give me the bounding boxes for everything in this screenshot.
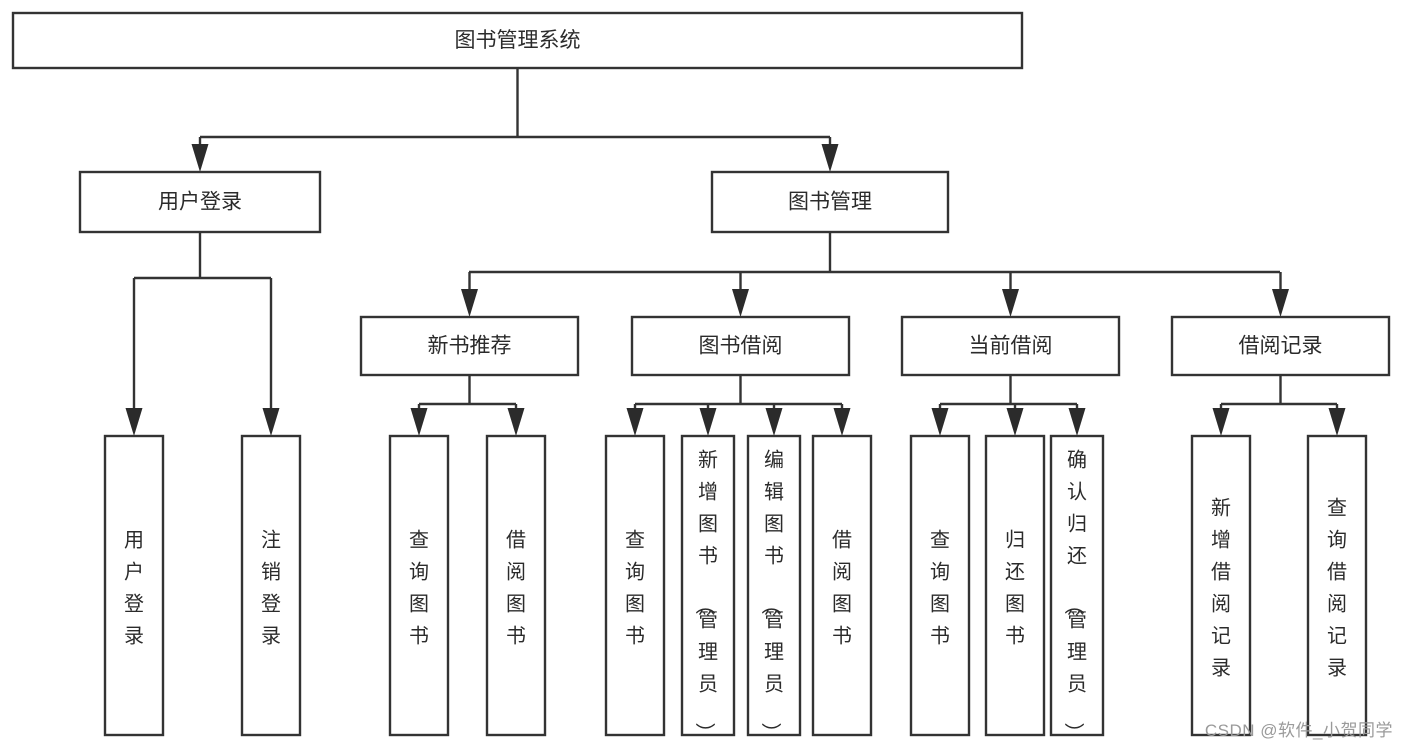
node-leaf-query-book-current[interactable]: 查询图书 <box>909 434 971 737</box>
node-label-leaf-query-book-borrow: 查询图书 <box>625 528 645 647</box>
node-box-leaf-user-logout <box>240 434 302 737</box>
arrow-head-leaf-confirm-return-admin <box>1068 408 1086 436</box>
node-label-leaf-user-logout: 注销登录 <box>261 528 281 647</box>
arrow-head-leaf-query-book-new <box>410 408 428 436</box>
node-leaf-add-record[interactable]: 新增借阅记录 <box>1190 434 1252 737</box>
node-label-leaf-add-book-admin: 新增图书（管理员） <box>693 448 718 742</box>
node-box-root <box>11 11 1024 70</box>
node-box-leaf-borrow-book-new <box>485 434 547 737</box>
node-box-borrow <box>630 315 851 377</box>
arrow-head-records <box>1272 289 1289 317</box>
node-box-leaf-query-book-current <box>909 434 971 737</box>
node-leaf-return-book[interactable]: 归还图书 <box>984 434 1046 737</box>
node-label-leaf-query-record: 查询借阅记录 <box>1327 496 1347 679</box>
node-label-root: 图书管理系统 <box>455 29 581 52</box>
arrow-head-login <box>191 144 209 172</box>
node-records[interactable]: 借阅记录 <box>1170 315 1391 377</box>
node-box-leaf-add-book-admin <box>680 434 736 737</box>
node-label-records: 借阅记录 <box>1239 335 1323 358</box>
node-box-records <box>1170 315 1391 377</box>
node-box-leaf-edit-book-admin <box>746 434 802 737</box>
node-leaf-edit-book-admin[interactable]: 编辑图书（管理员） <box>746 434 802 742</box>
node-label-borrow: 图书借阅 <box>699 335 783 358</box>
node-leaf-query-record[interactable]: 查询借阅记录 <box>1306 434 1368 737</box>
arrow-head-leaf-add-book-admin <box>699 408 717 436</box>
node-label-bookmgmt: 图书管理 <box>788 191 872 214</box>
arrow-head-leaf-borrow-book-new <box>507 408 525 436</box>
arrow-head-newbook <box>461 289 478 317</box>
node-layer: 图书管理系统用户登录图书管理新书推荐图书借阅当前借阅借阅记录用户登录注销登录查询… <box>11 11 1391 742</box>
node-label-leaf-user-login: 用户登录 <box>124 529 144 647</box>
arrow-head-leaf-edit-book-admin <box>765 408 783 436</box>
node-box-leaf-user-login <box>103 434 165 737</box>
node-current[interactable]: 当前借阅 <box>900 315 1121 377</box>
node-label-leaf-borrow-book-new: 借阅图书 <box>506 528 526 647</box>
arrow-head-leaf-return-book <box>1006 408 1024 436</box>
arrow-head-leaf-query-book-borrow <box>626 408 644 436</box>
node-box-leaf-return-book <box>984 434 1046 737</box>
node-box-login <box>78 170 322 234</box>
node-leaf-query-book-new[interactable]: 查询图书 <box>388 434 450 737</box>
node-newbook[interactable]: 新书推荐 <box>359 315 580 377</box>
arrow-head-leaf-add-record <box>1212 408 1230 436</box>
node-leaf-add-book-admin[interactable]: 新增图书（管理员） <box>680 434 736 742</box>
node-box-bookmgmt <box>710 170 950 234</box>
node-login[interactable]: 用户登录 <box>78 170 322 234</box>
arrow-head-borrow <box>732 289 749 317</box>
node-box-leaf-confirm-return-admin <box>1049 434 1105 737</box>
node-leaf-borrow-book-new[interactable]: 借阅图书 <box>485 434 547 737</box>
arrow-head-leaf-query-book-current <box>931 408 949 436</box>
node-label-leaf-confirm-return-admin: 确认归还（管理员） <box>1062 448 1087 742</box>
node-box-newbook <box>359 315 580 377</box>
node-leaf-query-book-borrow[interactable]: 查询图书 <box>604 434 666 737</box>
arrow-head-leaf-query-record <box>1328 408 1346 436</box>
node-box-leaf-query-record <box>1306 434 1368 737</box>
node-leaf-user-logout[interactable]: 注销登录 <box>240 434 302 737</box>
node-label-leaf-edit-book-admin: 编辑图书（管理员） <box>759 448 784 742</box>
connector-layer <box>125 68 1346 436</box>
node-label-leaf-query-book-current: 查询图书 <box>930 528 950 647</box>
arrow-head-leaf-user-logout <box>262 408 280 436</box>
arrow-head-bookmgmt <box>821 144 839 172</box>
node-leaf-user-login[interactable]: 用户登录 <box>103 434 165 737</box>
node-borrow[interactable]: 图书借阅 <box>630 315 851 377</box>
node-label-newbook: 新书推荐 <box>428 335 512 358</box>
node-label-current: 当前借阅 <box>969 335 1053 358</box>
node-label-leaf-borrow-book: 借阅图书 <box>832 528 852 647</box>
node-label-leaf-add-record: 新增借阅记录 <box>1211 496 1231 679</box>
node-label-login: 用户登录 <box>158 191 242 214</box>
node-leaf-confirm-return-admin[interactable]: 确认归还（管理员） <box>1049 434 1105 742</box>
arrow-head-leaf-borrow-book <box>833 408 851 436</box>
node-box-current <box>900 315 1121 377</box>
node-box-leaf-query-book-borrow <box>604 434 666 737</box>
watermark-label: CSDN @软件_小贺同学 <box>1204 721 1393 740</box>
node-root[interactable]: 图书管理系统 <box>11 11 1024 70</box>
node-box-leaf-add-record <box>1190 434 1252 737</box>
arrow-head-leaf-user-login <box>125 408 143 436</box>
node-label-leaf-return-book: 归还图书 <box>1005 528 1025 647</box>
node-bookmgmt[interactable]: 图书管理 <box>710 170 950 234</box>
node-box-leaf-query-book-new <box>388 434 450 737</box>
node-label-leaf-query-book-new: 查询图书 <box>409 528 429 647</box>
arrow-head-current <box>1002 289 1019 317</box>
node-box-leaf-borrow-book <box>811 434 873 737</box>
node-leaf-borrow-book[interactable]: 借阅图书 <box>811 434 873 737</box>
